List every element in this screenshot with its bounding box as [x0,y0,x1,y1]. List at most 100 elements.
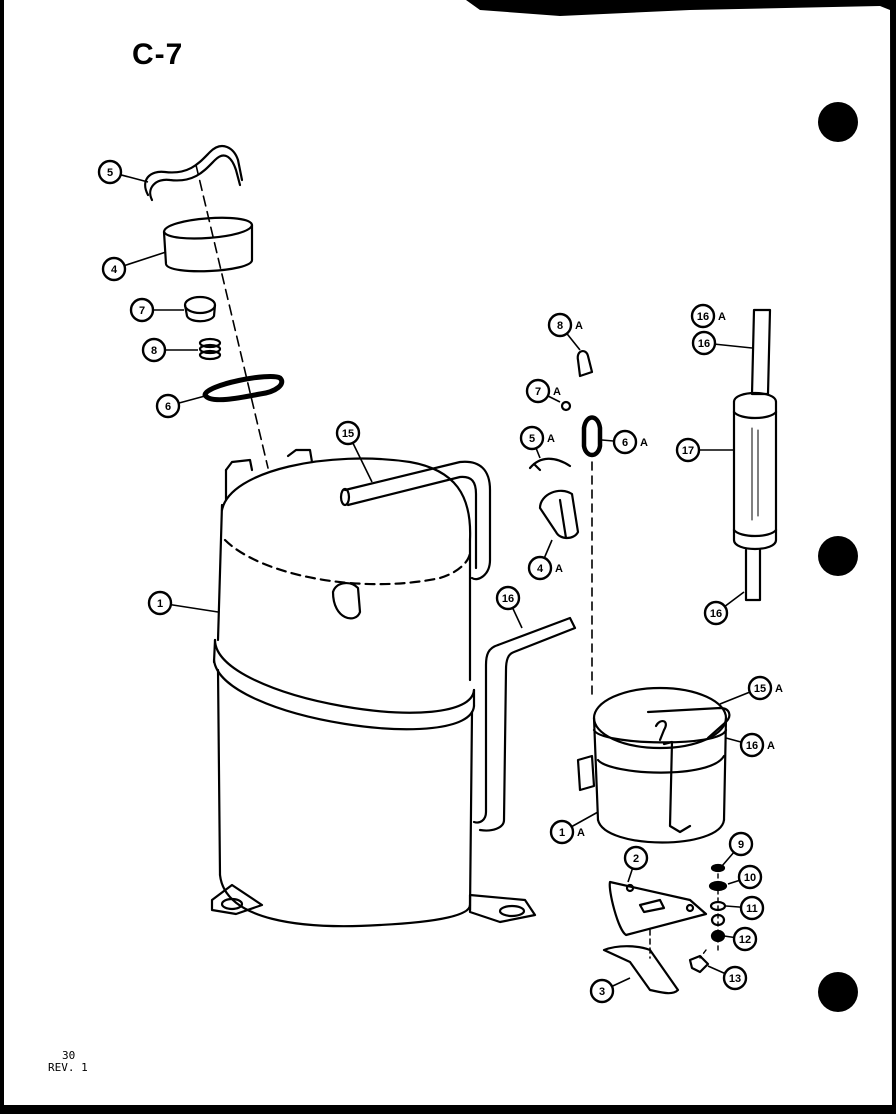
callout-number: 12 [739,934,751,946]
bracket-3 [602,945,680,995]
plug-7 [183,295,217,323]
callout-circle [335,420,361,446]
callout-13: 13 [707,965,748,991]
callout-suffix: A [555,563,563,575]
paper [4,0,892,1105]
callout-11: 11 [725,895,765,921]
callout-circle [612,429,638,455]
callout-15A: 15 A [719,675,783,705]
callout-suffix: A [640,437,648,449]
callout-16A-small: 16 A [725,732,775,758]
callout-4-main: 4 [101,251,167,282]
revision-label: REV. 1 [48,1061,88,1074]
callout-number: 4 [537,563,544,575]
callout-5-main: 5 [97,159,149,185]
callout-6-main: 6 [155,393,206,419]
callout-circle [547,312,573,338]
callout-number: 2 [633,853,639,865]
callout-number: 6 [622,437,628,449]
suction-tube [472,616,577,832]
callout-suffix: A [775,683,783,695]
callout-number: 15 [754,683,766,695]
accumulator-17 [732,308,778,602]
callout-number: 10 [744,872,756,884]
callout-number: 17 [682,445,694,457]
callout-number: 1 [157,598,163,610]
callout-number: 5 [107,167,113,179]
page-title: C-7 [132,38,184,71]
callout-circle [141,337,167,363]
callout-circle [549,819,575,845]
callout-suffix: A [575,320,583,332]
callout-9: 9 [721,831,754,867]
compressor-main [210,448,537,928]
callout-number: 8 [151,345,157,357]
binder-hole-top [818,102,858,142]
callout-17: 17 [675,437,734,463]
callout-circle [589,978,615,1004]
callout-suffix: A [553,386,561,398]
callout-suffix: A [767,740,775,752]
callout-circle [722,965,748,991]
callout-circle [703,600,729,626]
callout-16-right-bottom: 16 [703,591,745,626]
callout-number: 16 [698,338,710,350]
callout-circle [732,926,758,952]
callout-number: 11 [746,903,758,915]
callout-number: 3 [599,986,605,998]
callout-number: 6 [165,401,171,413]
callout-circle [97,159,123,185]
assembly-line-top [195,164,269,469]
callout-suffix: A [547,433,555,445]
callout-number: 16 [697,311,709,323]
mounting-plate-2 [608,880,708,937]
callout-2: 2 [623,845,649,883]
callout-circle [737,864,763,890]
callout-15-main: 15 [335,420,373,483]
callout-circle [747,675,773,701]
clip-8a [576,350,594,378]
callout-circle [728,831,754,857]
callout-circle [739,895,765,921]
callout-16-right-top: 16 [691,330,753,356]
callout-circle [519,425,545,451]
callout-number: 9 [738,839,744,851]
spring-8 [198,337,222,361]
cover-4a [538,489,580,540]
terminal-cover-4 [162,216,254,273]
callout-circle [623,845,649,871]
binder-hole-bottom [818,972,858,1012]
callout-circle [690,303,716,329]
callout-circle [155,393,181,419]
callout-circle [691,330,717,356]
callout-3: 3 [589,977,631,1004]
callout-suffix: A [718,311,726,323]
callout-number: 16 [746,740,758,752]
callout-10: 10 [727,864,763,890]
callout-number: 13 [729,973,741,985]
callout-circle [525,378,551,404]
callout-16-main: 16 [495,585,523,629]
callout-number: 4 [111,264,118,276]
callout-number: 16 [502,593,514,605]
callout-number: 1 [559,827,565,839]
page-number: 30 [62,1049,76,1062]
callout-number: 7 [139,305,145,317]
callout-circle [739,732,765,758]
callout-circle [147,590,173,616]
gasket-6a [581,415,603,458]
callout-number: 7 [535,386,541,398]
callout-number: 5 [529,433,535,445]
callout-circle [101,256,127,282]
callout-circle [527,555,553,581]
clip-5a [528,457,572,472]
callout-number: 15 [342,428,354,440]
